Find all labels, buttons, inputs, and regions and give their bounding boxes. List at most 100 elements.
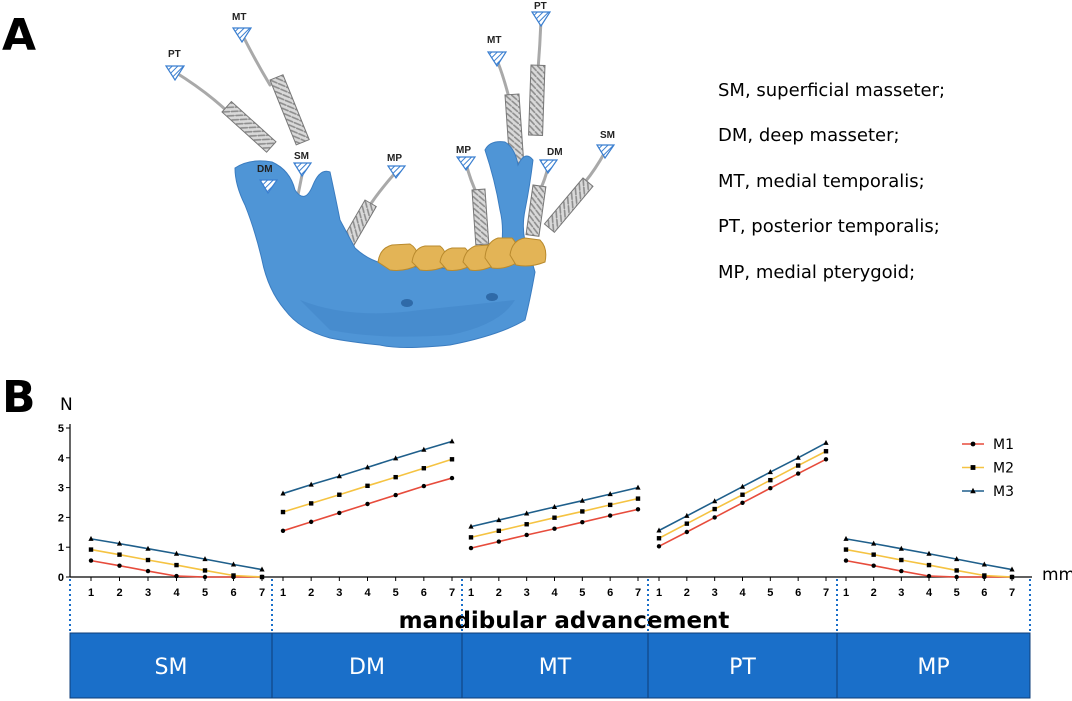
data-point-m3	[795, 454, 801, 460]
x-tick-label: 7	[823, 587, 829, 599]
attachment-markers	[164, 11, 616, 195]
group-label-pt: PT	[729, 655, 756, 680]
x-axis-unit: mm	[1042, 565, 1072, 585]
x-tick-label: 6	[795, 587, 801, 599]
group-label-mt: MT	[539, 655, 572, 680]
data-point-m1	[496, 539, 502, 544]
muscle-label-sm-right: SM	[600, 130, 615, 141]
data-point-m3	[259, 566, 265, 572]
data-point-m1	[449, 475, 455, 481]
data-point-m3	[954, 556, 960, 562]
data-point-m1	[580, 519, 585, 525]
x-tick-label: 5	[579, 587, 585, 599]
x-tick-label: 2	[116, 587, 122, 599]
data-point-m2	[607, 502, 613, 508]
x-tick-label: 7	[1009, 587, 1015, 599]
data-point-m2	[117, 552, 122, 557]
data-point-m3	[524, 510, 530, 516]
data-point-m3	[712, 498, 718, 504]
data-point-m2	[496, 528, 502, 534]
data-point-m3	[88, 535, 94, 541]
y-tick-label: 1	[58, 542, 64, 554]
data-point-m1	[308, 519, 314, 525]
x-tick-label: 3	[145, 587, 151, 599]
data-point-m2	[635, 496, 641, 501]
group-bar-pt	[647, 632, 838, 699]
data-point-m3	[202, 556, 208, 562]
data-point-m1	[684, 529, 690, 535]
data-point-m1	[635, 507, 641, 512]
x-tick-label: 4	[364, 587, 371, 599]
data-point-m2	[712, 506, 717, 512]
data-point-m2	[280, 509, 286, 515]
data-point-m3	[739, 483, 746, 489]
data-point-m2	[982, 573, 987, 578]
data-point-m3	[656, 527, 662, 533]
data-point-m3	[393, 455, 399, 461]
data-point-m2	[421, 466, 427, 471]
group-bar-sm	[69, 632, 273, 699]
data-point-m1	[468, 545, 474, 551]
data-point-m2	[145, 557, 151, 563]
data-point-m1	[88, 558, 94, 563]
data-point-m2	[468, 535, 474, 540]
data-point-m3	[449, 438, 455, 444]
data-point-m2	[899, 557, 904, 563]
muscle-label-mt-left: MT	[232, 12, 246, 23]
y-tick-label: 5	[58, 423, 64, 435]
data-point-m1	[552, 526, 557, 531]
data-point-m2	[768, 477, 773, 483]
data-point-m1	[768, 485, 773, 491]
data-point-m2	[1009, 574, 1015, 580]
legend-marker-m1	[970, 441, 976, 447]
x-tick-label: 2	[871, 587, 877, 599]
data-point-m2	[684, 521, 690, 526]
data-point-m1	[712, 515, 717, 520]
muscle-label-pt-right: PT	[534, 1, 547, 12]
x-tick-label: 7	[449, 587, 455, 599]
data-point-m3	[579, 497, 585, 503]
muscle-label-mt-right: MT	[487, 35, 501, 46]
data-point-m1	[823, 457, 829, 462]
x-tick-label: 4	[739, 587, 746, 599]
x-tick-label: 6	[607, 587, 613, 599]
x-tick-label: 3	[524, 587, 530, 599]
legend-label-m3: M3	[993, 484, 1014, 500]
data-point-m1	[607, 513, 613, 518]
data-point-m3	[230, 561, 237, 567]
muscle-label-sm-left: SM	[294, 151, 309, 162]
x-tick-label: 2	[496, 587, 502, 599]
y-tick-label: 2	[58, 512, 64, 524]
x-tick-label: 5	[202, 587, 208, 599]
data-point-m2	[231, 573, 236, 578]
data-point-m1	[926, 573, 932, 579]
data-point-m3	[767, 469, 773, 475]
data-point-m1	[740, 500, 745, 505]
data-point-m2	[552, 515, 557, 520]
y-tick-label: 3	[58, 483, 64, 495]
panel-b-letter: B	[2, 372, 36, 423]
group-label-sm: SM	[155, 655, 188, 680]
x-tick-label: 2	[308, 587, 314, 599]
legend-marker-m2	[970, 465, 976, 470]
y-tick-label: 4	[58, 453, 65, 465]
legend-label-m2: M2	[993, 461, 1014, 477]
x-tick-label: 7	[635, 587, 641, 599]
data-point-m3	[280, 490, 286, 496]
data-point-m1	[337, 510, 342, 516]
data-point-m2	[337, 492, 342, 497]
data-point-m2	[259, 574, 265, 580]
data-point-m1	[421, 483, 427, 489]
data-point-m1	[202, 574, 208, 580]
data-point-m3	[421, 446, 427, 452]
teeth	[377, 237, 547, 271]
y-tick-label: 0	[58, 572, 64, 584]
data-point-m2	[524, 522, 529, 527]
data-point-m3	[823, 439, 829, 445]
y-axis-label: N	[60, 395, 73, 415]
data-point-m3	[981, 561, 987, 567]
x-tick-label: 1	[88, 587, 94, 599]
x-tick-label: 5	[954, 587, 960, 599]
